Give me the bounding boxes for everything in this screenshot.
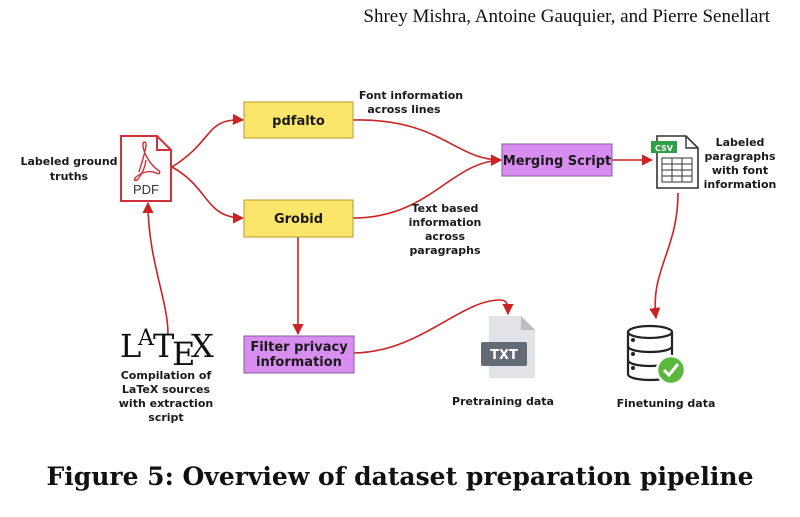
pipeline-diagram: pdfalto Grobid Merging Script Filter pri…: [20, 89, 777, 424]
latex-logo-x: X: [191, 327, 214, 365]
checkmark-badge-icon: [655, 354, 687, 386]
pdf-icon-text: PDF: [133, 182, 159, 197]
arrow-grobid-to-merging: [352, 154, 503, 219]
arrow-latex-to-pdf: [142, 201, 169, 335]
label-text-based-line: information: [409, 216, 482, 229]
label-compilation-line: Compilation of: [121, 369, 212, 382]
label-ground-truths-line: truths: [50, 170, 89, 183]
arrow-pdfalto-to-merging: [352, 119, 503, 166]
arrow-csv-to-database: [649, 192, 679, 320]
arrow-pdf-to-grobid: [171, 166, 245, 224]
label-labeled-paragraphs: Labeled paragraphs with font information: [704, 136, 777, 191]
latex-logo-e: E: [172, 335, 195, 373]
label-labeled-paragraphs-line: information: [704, 178, 777, 191]
pdfalto-label: pdfalto: [272, 114, 325, 129]
txt-file-icon: TXT: [481, 316, 535, 378]
label-labeled-paragraphs-line: with font: [712, 164, 768, 177]
database-check-icon: [626, 324, 687, 386]
pdfalto-box: pdfalto: [243, 101, 354, 139]
label-compilation-line: LaTeX sources: [122, 383, 211, 396]
latex-logo: L A T E X: [120, 326, 214, 373]
label-compilation-line: script: [148, 411, 183, 424]
csv-icon-text: CSV: [655, 144, 674, 153]
label-ground-truths: Labeled ground truths: [20, 155, 117, 183]
grobid-label: Grobid: [274, 212, 323, 227]
merging-script-label: Merging Script: [503, 154, 611, 169]
arrow-filter-to-txt: [353, 299, 514, 354]
label-font-information-line: across lines: [367, 103, 441, 116]
label-compilation-line: with extraction: [119, 397, 213, 410]
label-pretraining-data: Pretraining data: [452, 395, 554, 408]
label-finetuning-data: Finetuning data: [617, 397, 716, 410]
label-text-based-information: Text based information across paragraphs: [409, 202, 482, 257]
grobid-box: Grobid: [243, 199, 354, 238]
label-labeled-paragraphs-line: paragraphs: [704, 150, 776, 163]
label-font-information-line: Font information: [359, 89, 463, 102]
label-font-information: Font information across lines: [359, 89, 463, 116]
merging-script-box: Merging Script: [501, 143, 613, 177]
latex-logo-a: A: [137, 326, 155, 351]
filter-privacy-box: Filter privacy information: [243, 335, 355, 374]
label-labeled-paragraphs-line: Labeled: [716, 136, 765, 149]
latex-logo-l: L: [120, 327, 141, 365]
filter-privacy-label-line1: Filter privacy: [250, 340, 348, 355]
latex-logo-t: T: [153, 327, 175, 365]
arrow-pdf-to-pdfalto: [171, 113, 245, 168]
csv-spreadsheet-icon: CSV: [651, 135, 699, 189]
label-text-based-line: Text based: [412, 202, 479, 215]
figure-caption: Figure 5: Overview of dataset preparatio…: [46, 462, 754, 491]
label-ground-truths-line: Labeled ground: [20, 155, 117, 168]
pdf-file-icon: PDF: [120, 135, 172, 202]
page-header-authors: Shrey Mishra, Antoine Gauquier, and Pier…: [363, 6, 770, 27]
filter-privacy-label-line2: information: [256, 355, 342, 370]
label-compilation-latex: Compilation of LaTeX sources with extrac…: [119, 369, 213, 424]
label-text-based-line: paragraphs: [409, 244, 481, 257]
txt-icon-text: TXT: [490, 348, 518, 363]
acrobat-logo-icon: [133, 141, 161, 182]
label-text-based-line: across: [425, 230, 465, 243]
